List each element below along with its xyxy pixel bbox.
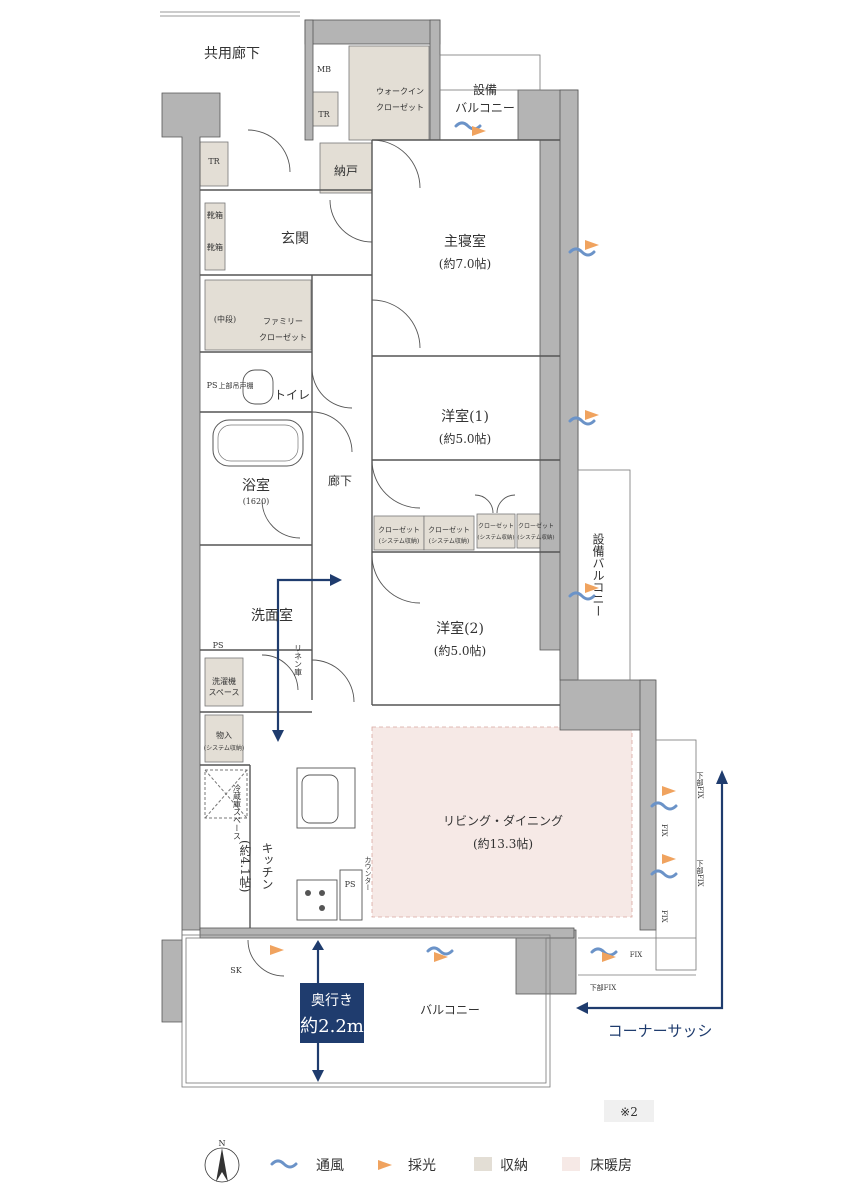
label-corner-sash: コーナーサッシ (608, 1022, 713, 1040)
stove (296, 879, 338, 921)
label-middle-shelf: (中段) (214, 314, 236, 324)
label-ps-1: PS (207, 381, 218, 390)
door-swings (247, 129, 516, 977)
label-western1-2: (約5.0帖) (439, 431, 491, 446)
label-fix-2: FIX (660, 910, 668, 923)
walls (161, 19, 657, 1023)
legend-ventilation: 通風 (316, 1158, 344, 1174)
label-equip-balcony-top-1: 設備 (473, 82, 497, 97)
label-washroom: 洗面室 (251, 607, 293, 624)
label-sk: SK (230, 966, 242, 975)
label-toilet: トイレ (274, 388, 310, 402)
label-counter: カウンター (364, 856, 372, 891)
label-linen: リネン庫 (294, 644, 303, 677)
daylight-icon (378, 1160, 392, 1170)
storage-swatch-icon (474, 1157, 492, 1171)
label-master-1: 主寝室 (444, 233, 486, 250)
arrow-heads (272, 574, 728, 1082)
label-upper-shelf: 上部吊戸棚 (219, 381, 254, 390)
label-closet-sys-1-sub: (システム収納) (379, 537, 420, 545)
floor-heating-area (371, 726, 633, 918)
label-washer-1: 洗濯機 (212, 676, 236, 686)
label-walkin-2: クローゼット (376, 102, 424, 112)
north-arrow-icon (216, 1148, 228, 1182)
label-walkin-1: ウォークイン (376, 87, 424, 96)
label-washer-2: スペース (208, 688, 239, 697)
label-ps-2: PS (213, 641, 224, 650)
kitchen-counter (296, 767, 356, 829)
label-ps-3: PS (345, 880, 356, 889)
legend-floor-heating: 床暖房 (590, 1158, 632, 1174)
legend-storage: 収納 (500, 1158, 528, 1174)
depth-badge-line1: 奥行き (311, 992, 353, 1009)
label-kitchen: キッチン (260, 842, 274, 890)
label-tr-left: TR (208, 157, 220, 166)
label-closet-sys-3: クローゼット (478, 522, 514, 530)
label-closet-sys-4-sub: (システム収納) (517, 533, 554, 541)
note-box (604, 1100, 654, 1122)
label-genkan: 玄関 (281, 230, 309, 247)
label-fix-bottom-2: 下部FIX (590, 983, 617, 992)
storage-areas (199, 45, 556, 763)
label-equip-balcony-right: 設備バルコニー (591, 532, 605, 617)
label-kitchen-size: (約4.1帖) (238, 840, 252, 892)
legend: N 通風 採光 収納 床暖房 (204, 1139, 632, 1183)
floor-heating-swatch-icon (562, 1157, 580, 1171)
partitions (200, 139, 560, 928)
label-common-corridor: 共用廊下 (204, 45, 260, 62)
kitchen-sink (301, 774, 339, 824)
label-bath-1: 浴室 (242, 477, 270, 494)
label-living-1: リビング・ダイニング (443, 813, 563, 828)
label-shoebox-1: 靴箱 (207, 210, 223, 220)
note-mark: ※2 (620, 1105, 638, 1119)
label-closet-sys-4: クローゼット (518, 522, 554, 530)
label-storage-1: 物入 (216, 730, 232, 740)
label-family-closet-1: ファミリー (263, 317, 303, 326)
label-balcony: バルコニー (420, 1003, 480, 1017)
label-closet-sys-1: クローゼット (378, 525, 420, 534)
label-western1-1: 洋室(1) (441, 408, 489, 425)
label-tr-top: TR (318, 110, 330, 119)
ventilation-icon (270, 1159, 298, 1169)
label-storage-2: (システム収納) (204, 744, 245, 752)
label-closet-sys-3-sub: (システム収納) (477, 533, 514, 541)
label-nando: 納戸 (334, 164, 358, 178)
legend-north: N (219, 1139, 226, 1148)
label-closet-sys-2: クローゼット (428, 525, 470, 534)
label-mb: MB (317, 65, 331, 74)
label-equip-balcony-top-2: バルコニー (455, 101, 515, 115)
depth-badge-line2: 約2.2m (300, 1016, 364, 1037)
label-fix-top-1: 下部FIX (696, 772, 704, 799)
depth-badge (300, 983, 364, 1043)
label-corridor: 廊下 (328, 473, 352, 488)
label-living-2: (約13.3帖) (473, 836, 533, 851)
label-master-2: (約7.0帖) (439, 256, 491, 271)
toilet-fixture (242, 369, 274, 405)
label-fix-1: FIX (660, 824, 668, 837)
label-fridge: 冷蔵庫スペース (233, 783, 242, 840)
label-western2-2: (約5.0帖) (434, 643, 486, 658)
balcony-outlines (160, 11, 697, 1088)
legend-daylight: 採光 (408, 1158, 436, 1174)
label-fix-top-2: 下部FIX (696, 860, 704, 887)
label-shoebox-2: 靴箱 (207, 242, 223, 252)
label-bath-2: (1620) (243, 497, 270, 506)
label-family-closet-2: クローゼット (259, 332, 307, 342)
label-closet-sys-2-sub: (システム収納) (429, 537, 470, 545)
bathtub (212, 419, 304, 467)
label-western2-1: 洋室(2) (436, 620, 484, 637)
label-fix-bottom: FIX (630, 951, 643, 959)
stove-burners (305, 890, 325, 911)
